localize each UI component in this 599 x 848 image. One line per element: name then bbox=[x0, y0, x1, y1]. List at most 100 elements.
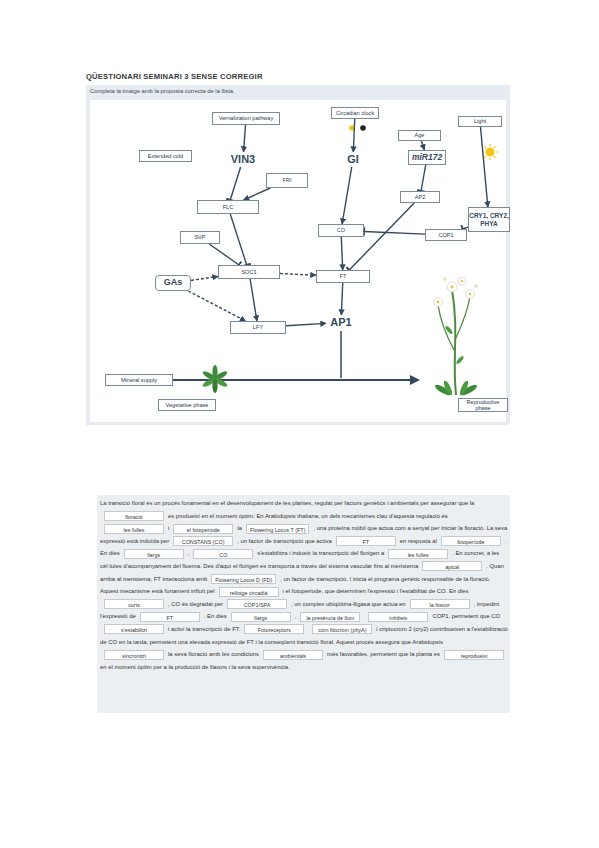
diagram-area bbox=[90, 100, 506, 422]
paragraph-text: la seva floració amb les condicions bbox=[168, 651, 259, 657]
page-title: QÜESTIONARI SEMINARI 3 SENSE CORREGIR bbox=[86, 72, 263, 81]
leaf bbox=[458, 380, 469, 397]
node-text: FLC bbox=[223, 204, 234, 210]
hormone-box: GAs bbox=[155, 275, 191, 291]
figure-panel bbox=[86, 85, 510, 425]
photoreceptor-box: CRY1, CRY2, PHYA bbox=[468, 207, 510, 232]
inhibition-arrow bbox=[209, 244, 239, 265]
paragraph-text: i bbox=[168, 525, 169, 531]
answer-blank: les fulles bbox=[104, 524, 164, 534]
answer-blank: CO bbox=[193, 549, 253, 559]
answer-box: AP2 bbox=[400, 191, 440, 203]
answer-blank: com fitocrom (phyA) bbox=[312, 624, 372, 634]
paragraph-text: en el moment òptim per a la producció de… bbox=[100, 664, 290, 670]
answer-box: SOC1 bbox=[218, 265, 280, 279]
sun-symbol bbox=[486, 148, 495, 157]
activation-arrow bbox=[286, 323, 326, 325]
paragraph-text: en resposta al bbox=[400, 538, 437, 544]
connector-line bbox=[340, 331, 342, 378]
activation-arrow bbox=[481, 127, 488, 207]
activation-arrow bbox=[280, 273, 316, 275]
gene-label: VIN3 bbox=[226, 152, 260, 167]
moon-symbol bbox=[360, 125, 366, 131]
answer-blank: ambientals bbox=[263, 650, 323, 660]
node-text: COP1 bbox=[438, 232, 453, 238]
answer-blank: reprodueixi bbox=[444, 650, 504, 660]
paragraph-text: . En dies bbox=[204, 613, 227, 619]
answer-blank: Flowering Locus T (FT) bbox=[246, 524, 310, 534]
node-text: Vegetative phase bbox=[166, 402, 209, 408]
activation-arrow bbox=[341, 283, 342, 315]
inhibition-arrow bbox=[421, 165, 426, 191]
paragraph-text: i el fotoperíode, que determinen l'expre… bbox=[283, 588, 469, 594]
activation-arrow bbox=[341, 237, 342, 270]
node-text: Mineral supply bbox=[121, 377, 157, 383]
paragraph-text: , bbox=[295, 613, 297, 619]
activation-arrow bbox=[244, 125, 246, 152]
rosette-plant bbox=[202, 365, 229, 393]
answer-box: FLC bbox=[197, 200, 259, 214]
answer-blank: sincronitzi bbox=[104, 650, 164, 660]
paragraph-text: , CO és degradat per bbox=[168, 601, 223, 607]
stem bbox=[455, 296, 470, 340]
node-text: SVP bbox=[194, 234, 205, 240]
activation-arrow bbox=[250, 279, 257, 321]
phase-box: Reproductive phase bbox=[458, 398, 508, 412]
paragraph-text: , un complex ubiqüitina-lligasa que actu… bbox=[291, 601, 406, 607]
node-text: Vernalization pathway bbox=[219, 115, 273, 121]
node-text: miR172 bbox=[412, 153, 442, 162]
phase-box: Vegetative phase bbox=[158, 399, 216, 411]
answer-blank: les fulles bbox=[388, 549, 448, 559]
activation-arrow bbox=[191, 276, 218, 280]
pathway-box: Age bbox=[398, 130, 441, 141]
paragraph-text: , bbox=[188, 550, 190, 556]
pathway-box: Light bbox=[458, 116, 502, 127]
paragraph-text: , un factor de transcripció que activa bbox=[237, 538, 332, 544]
answer-blank: COP1/SPA bbox=[227, 599, 287, 609]
flower-center bbox=[461, 280, 463, 282]
light-sun-icon bbox=[482, 144, 498, 160]
gene-label: GI bbox=[342, 152, 364, 167]
answer-blank: curts bbox=[104, 599, 164, 609]
answer-blank: rellotge circadià bbox=[219, 587, 279, 597]
paragraph-text: es produeixi en el moment òptim. En Arab… bbox=[168, 513, 448, 519]
node-text: Extended cold bbox=[148, 153, 183, 159]
answer-blank: llargs bbox=[231, 612, 291, 622]
paragraph-text: COP1, permetent que CO bbox=[432, 613, 500, 619]
node-text: Circadian clock bbox=[336, 110, 374, 116]
answer-box: COP1 bbox=[425, 229, 467, 241]
node-text: Age bbox=[415, 132, 425, 138]
activation-arrow bbox=[342, 167, 352, 224]
flowering-plant bbox=[434, 277, 479, 397]
gene-label: AP1 bbox=[326, 315, 356, 330]
answer-blank: fotoperíode bbox=[441, 536, 501, 546]
paragraph-text: s'estabilitza i indueix la transcripció … bbox=[257, 550, 384, 556]
flower-bud bbox=[443, 277, 447, 281]
activation-arrow bbox=[244, 188, 271, 200]
paragraph-text: més favorables, permetent que la planta … bbox=[327, 651, 440, 657]
activation-arrow bbox=[188, 291, 245, 321]
fill-in-paragraph: La transició floral és un procés fonamen… bbox=[100, 497, 508, 673]
node-text: SOC1 bbox=[241, 269, 256, 275]
node-text: VIN3 bbox=[231, 153, 255, 165]
answer-blank: CONSTANS (CO) bbox=[173, 536, 233, 546]
text-panel bbox=[97, 495, 510, 713]
flower bbox=[447, 282, 457, 292]
activation-arrow bbox=[421, 141, 424, 150]
node-text: AP2 bbox=[415, 194, 426, 200]
sun-rays bbox=[482, 144, 498, 160]
pathway-box: Vernalization pathway bbox=[212, 112, 280, 125]
node-text: CO bbox=[337, 227, 345, 233]
answer-blank: apical bbox=[422, 561, 482, 571]
pathway-box: Extended cold bbox=[139, 150, 192, 162]
flower bbox=[458, 277, 466, 285]
answer-blank: el fotoperíode bbox=[173, 524, 233, 534]
answer-blank: llargs bbox=[124, 549, 184, 559]
answer-blank: la presència de llum bbox=[300, 612, 360, 622]
node-text: Light bbox=[474, 118, 486, 124]
answer-blank: Fotoreceptors bbox=[244, 624, 304, 634]
answer-box: CO bbox=[318, 224, 364, 237]
